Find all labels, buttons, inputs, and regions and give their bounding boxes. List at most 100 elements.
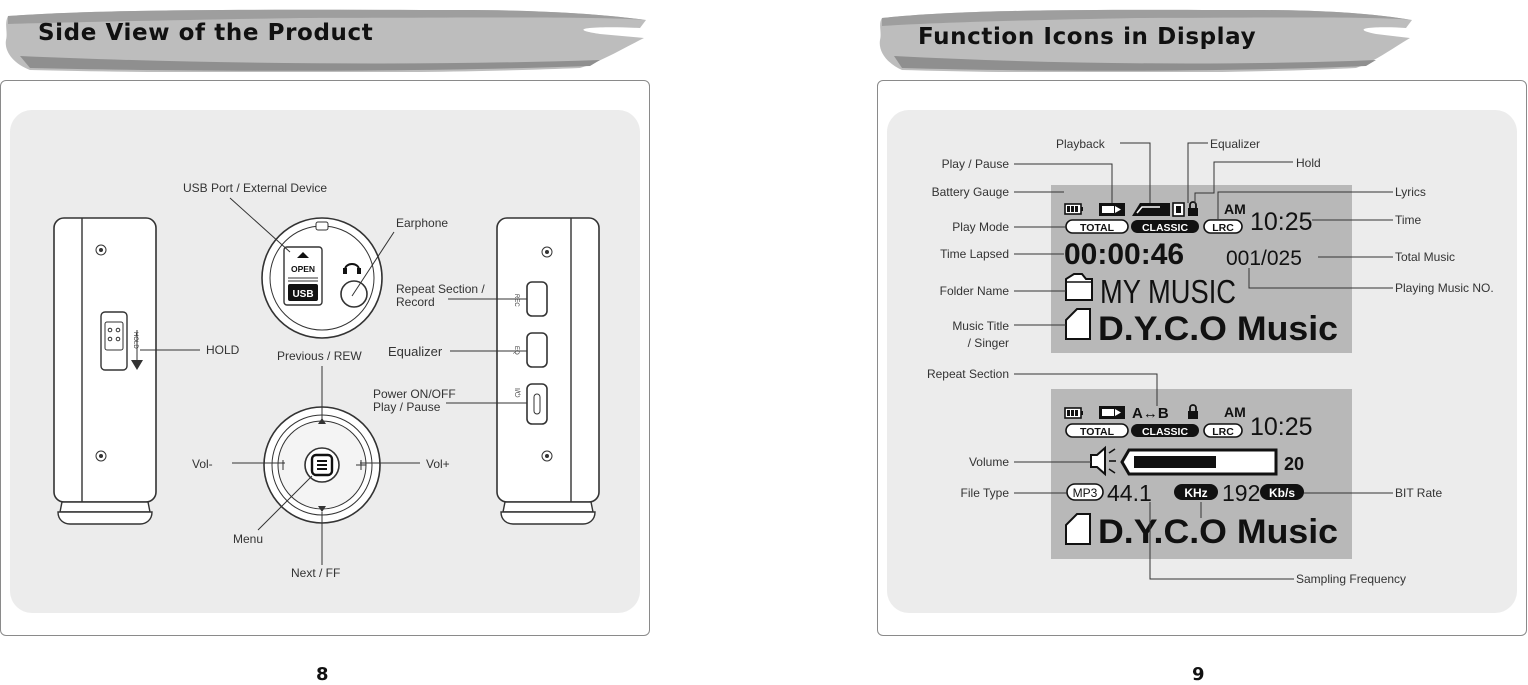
- label-time: Time: [1395, 213, 1422, 227]
- lrc-badge: LRC: [1212, 222, 1234, 234]
- label-music-title-2: / Singer: [968, 336, 1009, 350]
- display-icons-diagram: AM TOTAL CLASSIC LRC 10:25 00:00:46 001/…: [927, 137, 1494, 586]
- label-menu: Menu: [233, 532, 263, 546]
- clock-readout: 10:25: [1250, 208, 1313, 236]
- label-battery: Battery Gauge: [932, 185, 1010, 199]
- device-left-side: HOLD HOLD: [53, 217, 240, 525]
- classic-badge: CLASSIC: [1142, 426, 1189, 438]
- label-repeat-section: Repeat Section: [927, 367, 1009, 381]
- right-page: Function Icons in Display: [764, 0, 1528, 685]
- open-mark: OPEN: [291, 264, 315, 274]
- bitrate-value: 192: [1222, 480, 1260, 506]
- clock-readout: 10:25: [1250, 413, 1313, 441]
- kbs-badge: Kb/s: [1269, 486, 1295, 500]
- section-banner: Side View of the Product: [0, 4, 652, 72]
- khz-badge: KHz: [1184, 486, 1207, 500]
- label-volume: Volume: [969, 455, 1009, 469]
- label-next: Next / FF: [291, 566, 340, 580]
- label-repeat-1: Repeat Section /: [396, 282, 485, 296]
- device-control-wheel: Previous / REW Vol- Vol+ Menu Next / FF: [192, 349, 450, 580]
- brush-stroke-graphic: [5, 9, 646, 72]
- playback-icon: [1132, 203, 1170, 216]
- label-vol-plus: Vol+: [426, 457, 450, 471]
- power-mark: I/⏻: [513, 388, 521, 398]
- label-play-pause: Play / Pause: [942, 157, 1010, 171]
- music-title-text: D.Y.C.O Music: [1098, 310, 1338, 348]
- play-mode-icon: TOTAL: [1065, 219, 1129, 234]
- brush-stroke-graphic: [879, 9, 1412, 72]
- elapsed-time: 00:00:46: [1064, 238, 1184, 271]
- label-file-type: File Type: [961, 486, 1010, 500]
- battery-icon: [1064, 203, 1083, 215]
- kbs-icon: Kb/s: [1260, 484, 1304, 500]
- left-page: Side View of the Product HOLD HOLD: [0, 0, 764, 685]
- callout-lines: [1014, 142, 1393, 580]
- section-banner: Function Icons in Display: [876, 4, 1416, 72]
- section-title: Function Icons in Display: [918, 24, 1257, 50]
- lcd-display-2: A↔B AM TOTAL CLASSIC LRC 10:25: [1051, 389, 1352, 559]
- label-sampling: Sampling Frequency: [1296, 572, 1406, 586]
- label-bit-rate: BIT Rate: [1395, 486, 1442, 500]
- khz-icon: KHz: [1174, 484, 1218, 500]
- total-badge: TOTAL: [1080, 426, 1115, 438]
- lyrics-icon: LRC: [1203, 219, 1243, 234]
- am-indicator: AM: [1224, 201, 1246, 217]
- play-pause-icon: [1099, 406, 1125, 419]
- folder-icon: [1065, 273, 1093, 301]
- label-lyrics: Lyrics: [1395, 185, 1426, 199]
- label-earphone: Earphone: [396, 216, 448, 230]
- am-indicator: AM: [1224, 404, 1246, 420]
- repeat-ab-indicator: A↔B: [1132, 405, 1169, 422]
- label-total-music: Total Music: [1395, 250, 1455, 264]
- label-music-title-1: Music Title: [952, 319, 1009, 333]
- eq-classic-icon: CLASSIC: [1131, 424, 1199, 438]
- battery-icon: [1064, 407, 1083, 419]
- volume-bar: [1120, 448, 1278, 476]
- file-type-icon: MP3: [1066, 483, 1104, 501]
- label-time-lapsed: Time Lapsed: [940, 247, 1009, 261]
- volume-level-text: 20: [1284, 454, 1304, 474]
- label-hold: HOLD: [206, 343, 240, 357]
- lrc-badge: LRC: [1212, 426, 1234, 438]
- music-title-text: D.Y.C.O Music: [1098, 513, 1338, 551]
- label-play-mode: Play Mode: [952, 220, 1009, 234]
- device-right-side: REC EQ I/⏻ Repeat Section / Record Equal…: [373, 217, 600, 525]
- label-equalizer: Equalizer: [1210, 137, 1260, 151]
- label-folder-name: Folder Name: [940, 284, 1010, 298]
- speaker-icon: [1090, 445, 1116, 477]
- label-hold: Hold: [1296, 156, 1321, 170]
- rec-mark: REC: [513, 294, 519, 307]
- page-number: 9: [1192, 664, 1205, 685]
- music-file-icon: [1065, 513, 1091, 545]
- label-power-2: Play / Pause: [373, 400, 441, 414]
- label-equalizer: Equalizer: [388, 344, 443, 359]
- classic-badge: CLASSIC: [1142, 222, 1189, 234]
- equalizer-icon: [1172, 202, 1185, 217]
- device-top-view: OPEN USB USB Port / External Device Earp…: [183, 181, 448, 339]
- section-title: Side View of the Product: [38, 20, 374, 46]
- usb-mark: USB: [292, 289, 313, 300]
- label-playing-no: Playing Music NO.: [1395, 281, 1494, 295]
- side-view-diagram: HOLD HOLD OPEN USB USB Port / External D…: [53, 181, 600, 580]
- label-vol-minus: Vol-: [192, 457, 213, 471]
- lyrics-icon: LRC: [1203, 423, 1243, 438]
- track-counter: 001/025: [1226, 247, 1302, 270]
- hold-lock-icon: [1188, 404, 1198, 419]
- page-number: 8: [316, 664, 329, 685]
- mp3-badge: MP3: [1073, 486, 1098, 500]
- hold-switch-mark: HOLD: [132, 332, 138, 349]
- play-mode-icon: TOTAL: [1065, 423, 1129, 438]
- label-power-1: Power ON/OFF: [373, 387, 456, 401]
- label-previous: Previous / REW: [277, 349, 362, 363]
- hold-lock-icon: [1188, 201, 1198, 216]
- callout-labels: Playback Equalizer Hold Play / Pause Lyr…: [927, 137, 1494, 586]
- label-repeat-2: Record: [396, 295, 435, 309]
- music-file-icon: [1065, 308, 1091, 340]
- play-pause-icon: [1099, 203, 1125, 216]
- folder-name-text: MY MUSIC: [1100, 273, 1236, 310]
- total-badge: TOTAL: [1080, 222, 1115, 234]
- label-usb-port: USB Port / External Device: [183, 181, 327, 195]
- lcd-display-1: AM TOTAL CLASSIC LRC 10:25 00:00:46 001/…: [1051, 185, 1352, 353]
- eq-classic-icon: CLASSIC: [1131, 220, 1199, 234]
- label-playback: Playback: [1056, 137, 1106, 151]
